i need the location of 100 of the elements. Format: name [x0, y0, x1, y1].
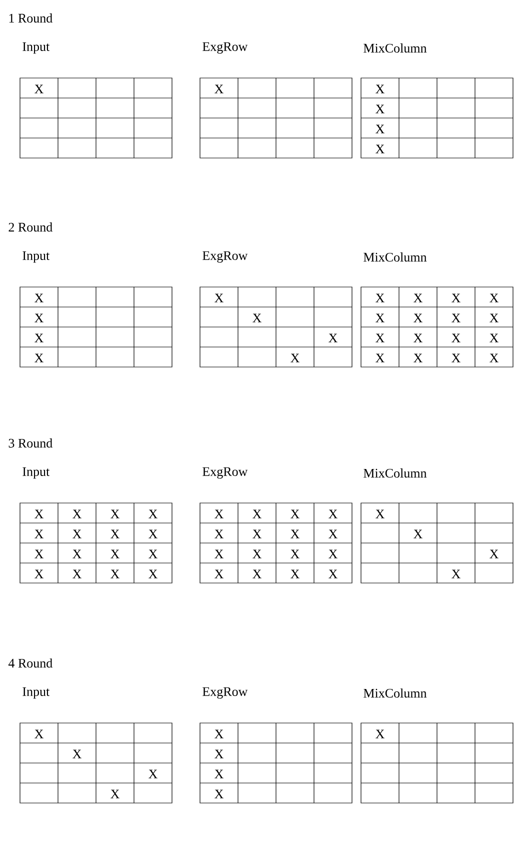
grid-heading: Input	[22, 42, 50, 54]
round-label: 2 Round	[8, 222, 52, 232]
grid-cell: X	[72, 550, 82, 558]
grid-cell: X	[110, 790, 120, 798]
grid-cell: X	[148, 770, 158, 778]
grid-cell: X	[414, 334, 422, 342]
grid-cell: X	[490, 314, 498, 322]
grid-cell: X	[34, 334, 44, 342]
grid-cell: X	[414, 314, 422, 322]
grid-cell: X	[252, 314, 262, 322]
grid-cell: X	[414, 294, 422, 302]
grid-cell: X	[214, 510, 224, 518]
grid-cell: X	[72, 570, 82, 578]
table-grid	[20, 722, 172, 804]
grid-heading: MixColumn	[364, 43, 427, 53]
grid-cell: X	[252, 550, 262, 558]
grid-cell: X	[214, 294, 224, 302]
grid-cell: X	[110, 510, 120, 518]
grid-cell: X	[376, 144, 384, 154]
table-grid	[20, 286, 172, 368]
grid-cell: X	[376, 294, 384, 302]
grid-cell: X	[110, 550, 120, 558]
grid-cell: X	[376, 84, 384, 94]
grid-cell: X	[328, 530, 338, 538]
grid-cell: X	[490, 294, 498, 302]
grid-heading: Input	[22, 687, 50, 699]
table-grid	[360, 286, 514, 368]
grid-cell: X	[328, 334, 338, 342]
grid-cell: X	[72, 510, 82, 518]
grid-cell: X	[34, 354, 44, 362]
table-grid	[360, 78, 514, 158]
grid-cell: X	[376, 314, 384, 322]
grid-cell: X	[452, 294, 460, 302]
grid-cell: X	[34, 510, 44, 518]
table-grid	[200, 286, 352, 368]
grid-cell: X	[376, 730, 384, 738]
grid-cell: X	[214, 84, 224, 94]
grid-heading: MixColumn	[364, 252, 427, 262]
grid-heading: ExgRow	[202, 42, 248, 54]
table-grid	[200, 502, 352, 584]
grid-cell: X	[72, 750, 82, 758]
grid-cell: X	[252, 530, 262, 538]
grid-cell: X	[452, 570, 460, 578]
grid-cell: X	[290, 510, 300, 518]
grid-cell: X	[148, 570, 158, 578]
grid-cell: X	[34, 530, 44, 538]
grid-cell: X	[34, 730, 44, 738]
round-label: 1 Round	[9, 13, 52, 23]
grid-cell: X	[328, 570, 338, 578]
grid-cell: X	[490, 354, 498, 362]
grid-cell: X	[34, 294, 44, 302]
grid-heading: ExgRow	[202, 251, 248, 263]
grid-cell: X	[376, 354, 384, 362]
grid-heading: MixColumn	[364, 468, 427, 478]
grid-cell: X	[252, 570, 262, 578]
grid-cell: X	[376, 124, 384, 134]
table-grid	[360, 722, 514, 804]
grid-cell: X	[214, 770, 224, 778]
grid-cell: X	[110, 570, 120, 578]
grid-cell: X	[214, 550, 224, 558]
grid-heading: ExgRow	[202, 687, 248, 699]
grid-heading: Input	[22, 251, 50, 263]
grid-cell: X	[148, 530, 158, 538]
table-grid	[20, 78, 172, 158]
grid-cell: X	[376, 334, 384, 342]
grid-cell: X	[214, 730, 224, 738]
grid-cell: X	[452, 314, 460, 322]
round-label: 4 Round	[8, 658, 52, 668]
table-grid	[200, 722, 352, 804]
grid-cell: X	[252, 510, 262, 518]
grid-cell: X	[214, 570, 224, 578]
grid-cell: X	[290, 550, 300, 558]
grid-cell: X	[490, 550, 498, 558]
grid-cell: X	[148, 550, 158, 558]
grid-cell: X	[290, 570, 300, 578]
grid-cell: X	[328, 510, 338, 518]
grid-cell: X	[376, 104, 384, 114]
round-label: 3 Round	[8, 438, 52, 448]
grid-cell: X	[376, 510, 384, 518]
grid-cell: X	[34, 570, 44, 578]
grid-cell: X	[72, 530, 82, 538]
grid-cell: X	[34, 84, 44, 94]
grid-cell: X	[452, 354, 460, 362]
grid-heading: ExgRow	[202, 467, 248, 479]
grid-cell: X	[414, 530, 422, 538]
grid-cell: X	[34, 550, 44, 558]
grid-cell: X	[328, 550, 338, 558]
grid-cell: X	[414, 354, 422, 362]
grid-cell: X	[290, 530, 300, 538]
grid-cell: X	[490, 334, 498, 342]
grid-cell: X	[452, 334, 460, 342]
grid-cell: X	[110, 530, 120, 538]
grid-cell: X	[34, 314, 44, 322]
table-grid	[20, 502, 172, 584]
grid-cell: X	[214, 750, 224, 758]
grid-heading: MixColumn	[364, 688, 427, 698]
table-grid	[360, 502, 514, 584]
grid-cell: X	[214, 790, 224, 798]
grid-cell: X	[148, 510, 158, 518]
table-grid	[200, 78, 352, 158]
